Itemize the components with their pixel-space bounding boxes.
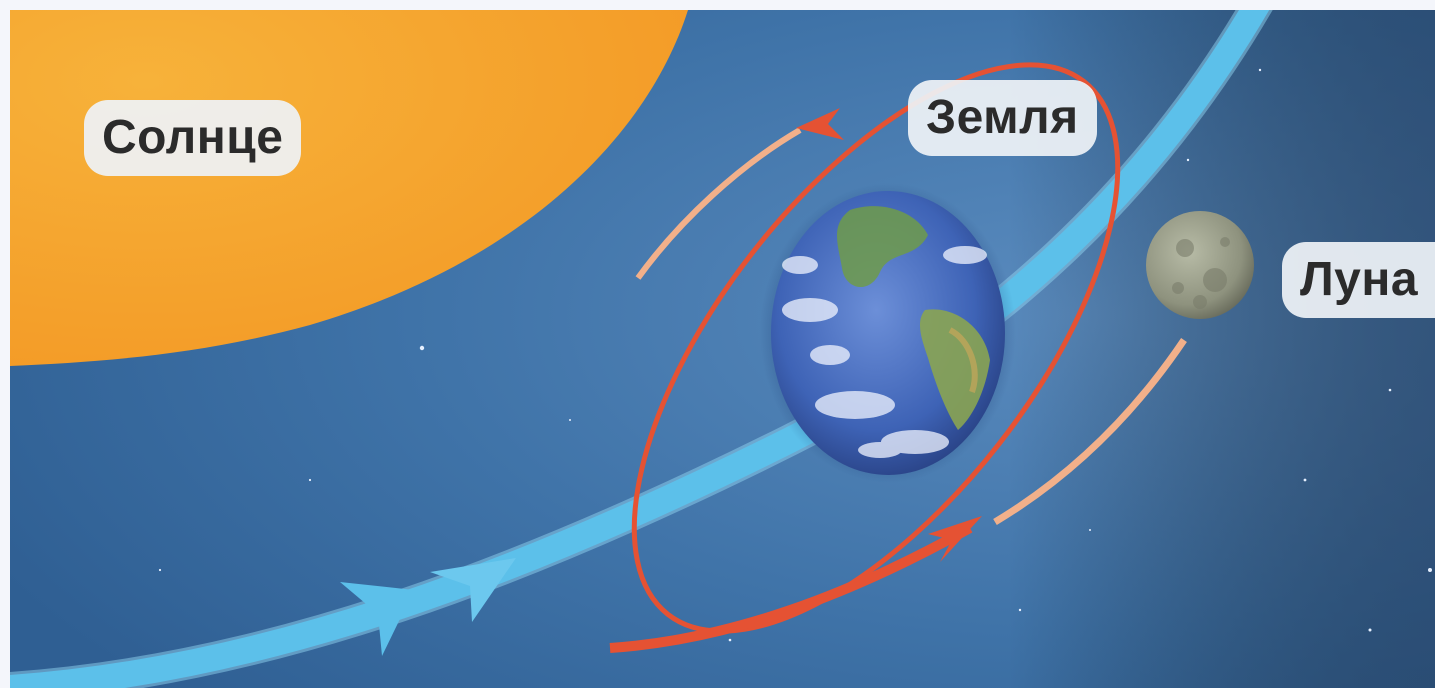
moon-orbit xyxy=(609,62,1187,653)
sun-earth-moon-diagram: Солнце Земля Луна xyxy=(10,10,1435,688)
moon-icon xyxy=(1146,211,1254,319)
earth-globe-icon xyxy=(760,183,1016,483)
earth-label: Земля xyxy=(908,80,1097,156)
sun-icon xyxy=(10,10,688,366)
moon-label: Луна xyxy=(1282,242,1435,318)
sun-label: Солнце xyxy=(84,100,302,176)
earth-orbit-arrow xyxy=(10,10,1273,688)
